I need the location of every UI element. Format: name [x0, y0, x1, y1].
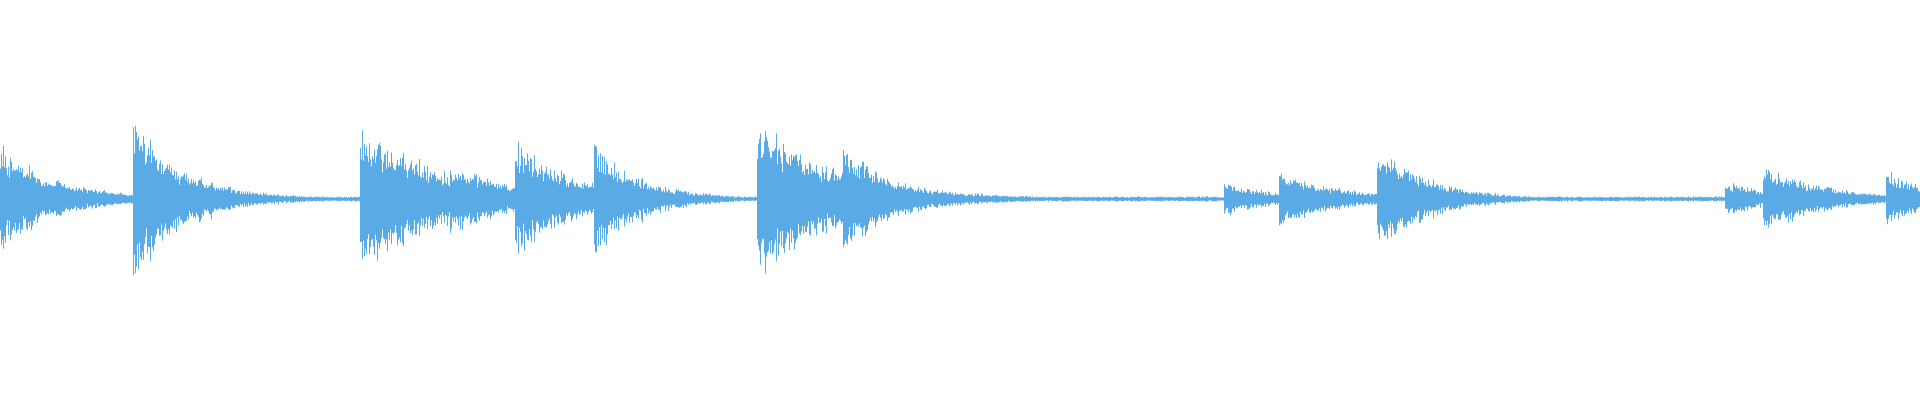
waveform-path [0, 125, 1920, 276]
waveform-bars [0, 125, 1920, 276]
